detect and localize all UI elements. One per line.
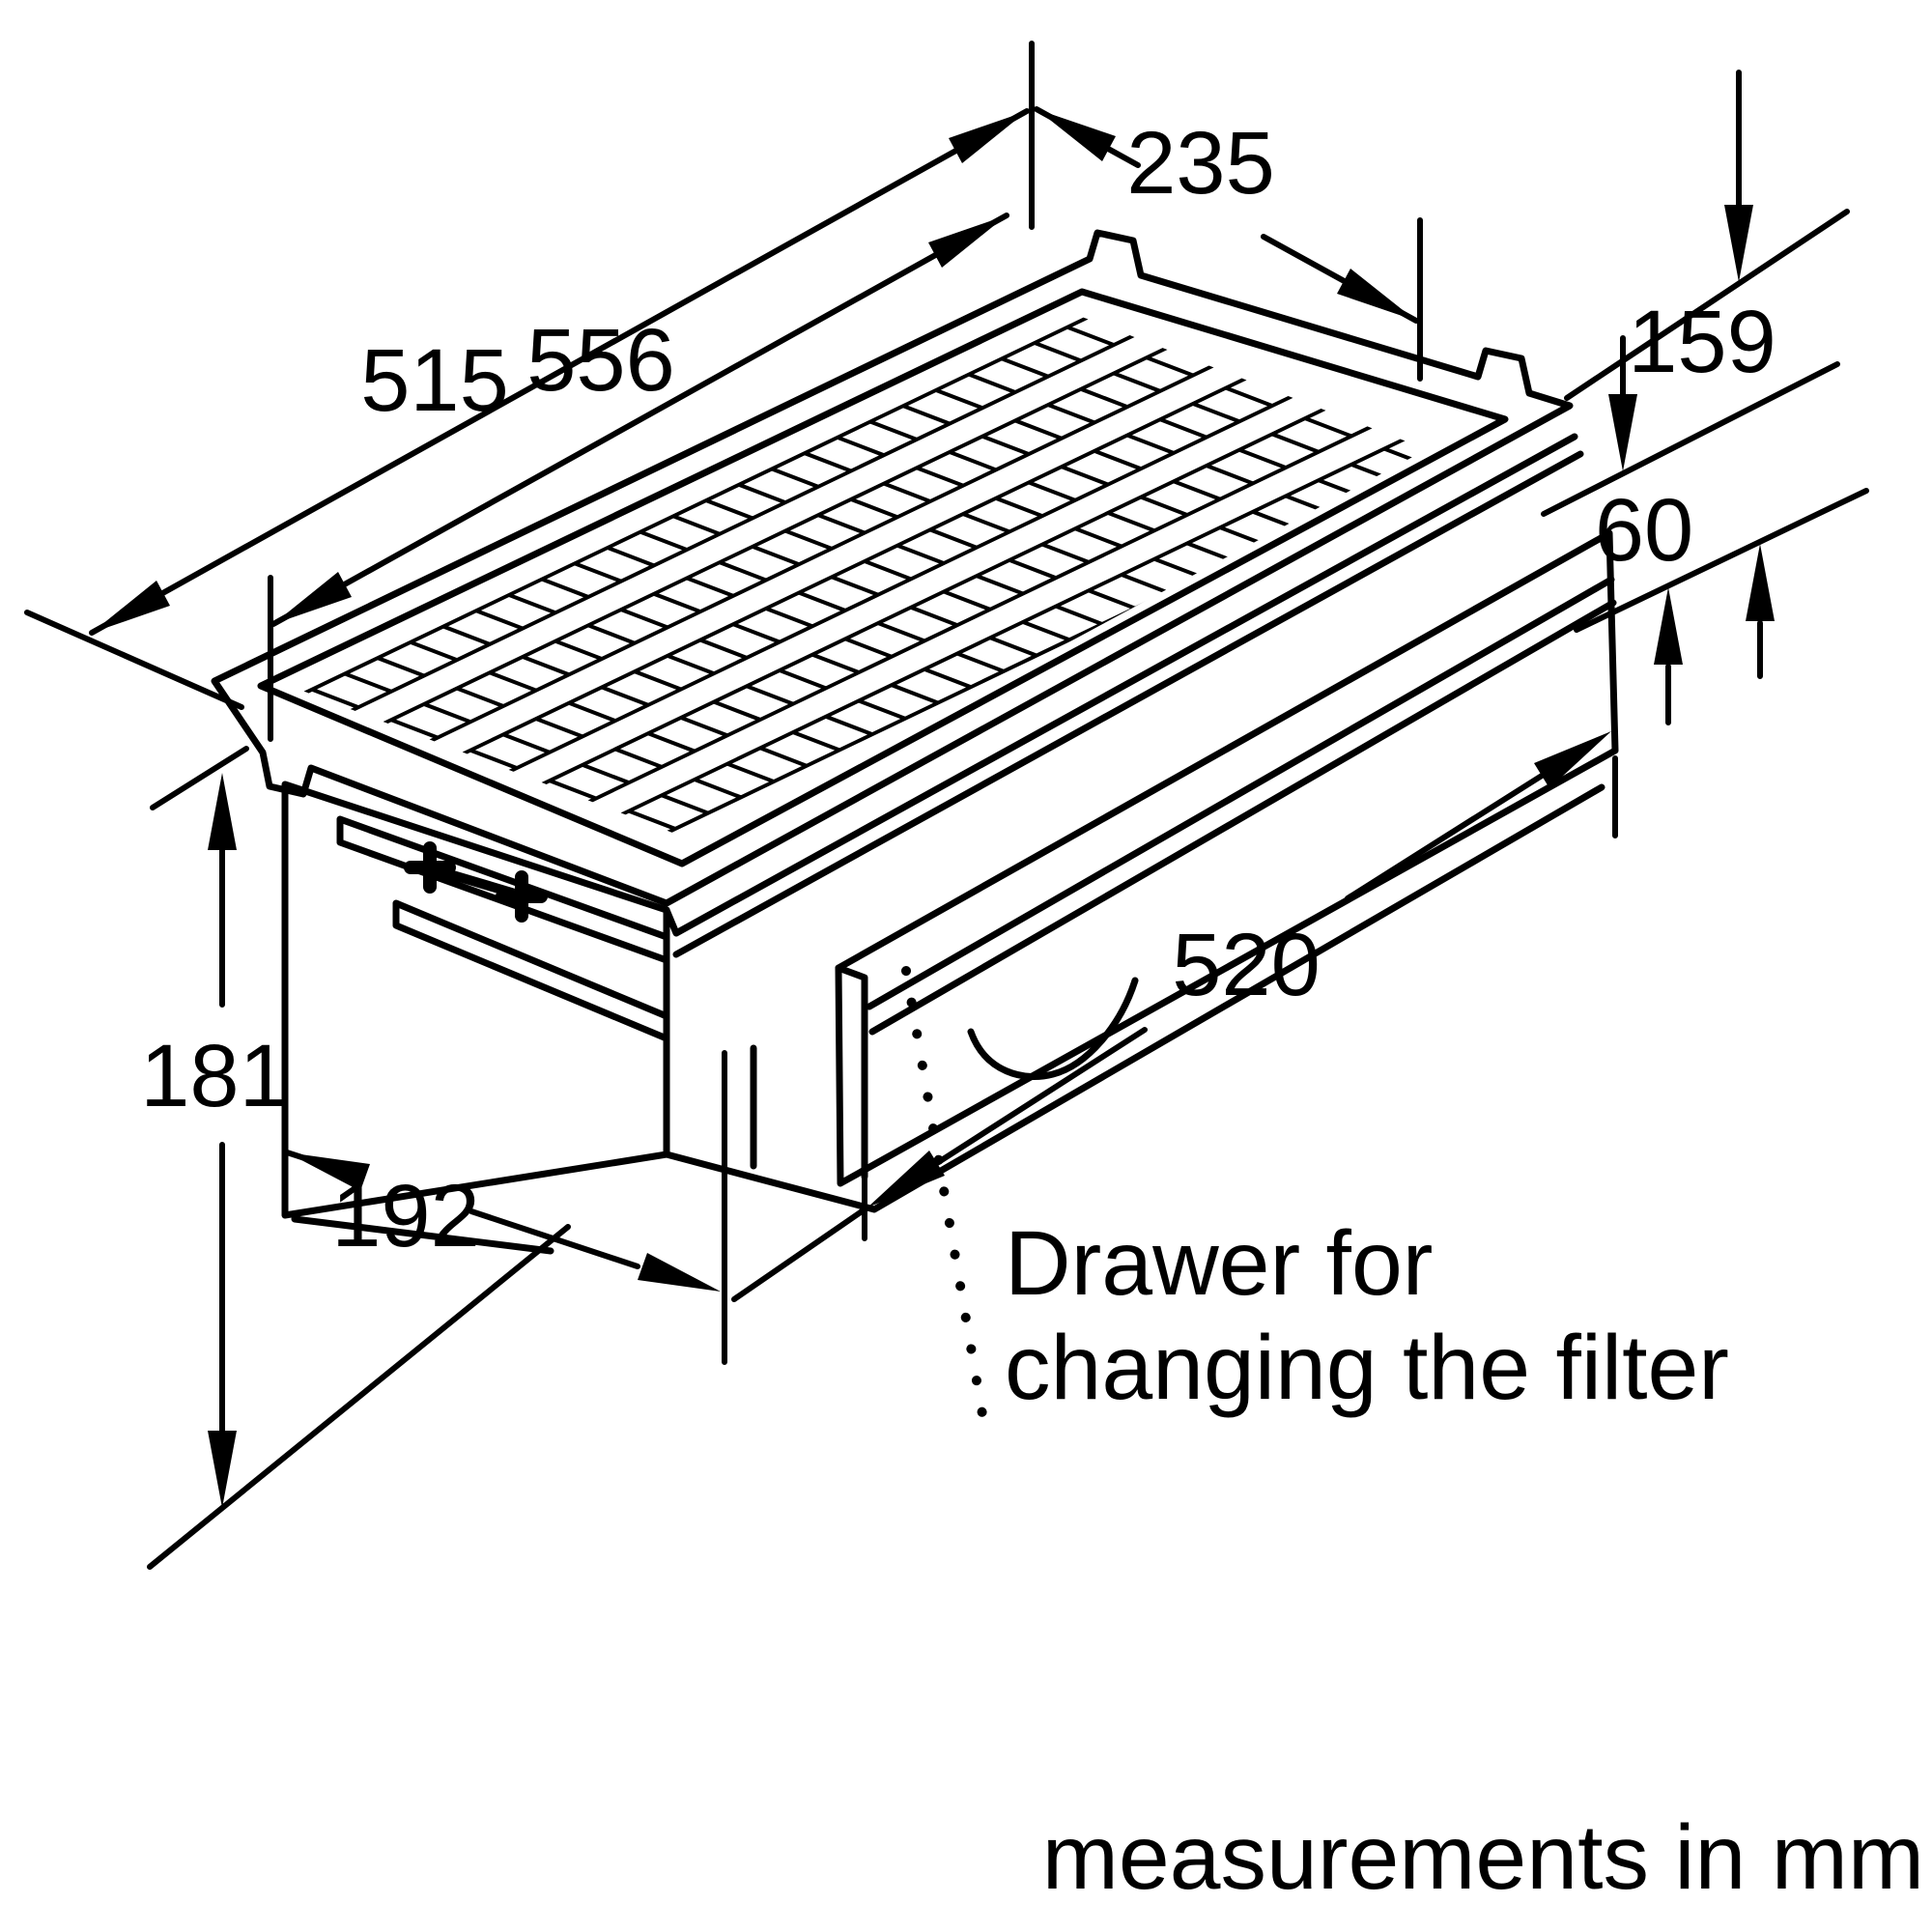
dim-label-192: 192 xyxy=(331,1167,480,1265)
filter-grille xyxy=(303,317,1452,833)
arrow-556-right xyxy=(949,111,1027,163)
dotted-leader-line xyxy=(901,966,988,1425)
body-recess-edges xyxy=(663,783,1605,1213)
dim-label-235: 235 xyxy=(1126,114,1275,213)
arrow-159-bottom xyxy=(1608,394,1637,471)
drawer-handle-recess xyxy=(967,977,1139,1080)
arrow-520-right xyxy=(1534,731,1611,788)
dim-label-60: 60 xyxy=(1595,481,1693,580)
arrow-192-left xyxy=(287,1152,370,1191)
dim-60-lines xyxy=(1574,488,1869,725)
annotation-line-1: Drawer for xyxy=(1005,1212,1433,1315)
dim-label-556: 556 xyxy=(526,311,675,410)
dim-159-lines xyxy=(1541,70,1850,517)
drawer-front-panel xyxy=(835,529,1619,1187)
dim-556-lines xyxy=(24,108,1030,710)
dimension-arrowheads xyxy=(92,109,1775,1508)
annotation-line-2: changing the filter xyxy=(1005,1317,1729,1419)
filter-grille-rails xyxy=(303,317,1452,833)
arrow-181-top xyxy=(208,773,237,850)
arrow-60-right xyxy=(1746,544,1775,621)
arrow-235-right xyxy=(1337,269,1416,321)
arrow-515-right xyxy=(928,215,1007,268)
dim-label-515: 515 xyxy=(360,331,509,430)
dim-520-lines xyxy=(731,755,1618,1302)
arrow-192-right xyxy=(638,1253,721,1292)
arrow-235-left xyxy=(1037,109,1116,161)
arrow-60-left xyxy=(1654,587,1683,665)
arrow-520-left xyxy=(867,1151,945,1208)
latch-rail-lower xyxy=(392,899,670,1042)
toggle-latch-icon xyxy=(404,841,548,923)
cooker-hood-object xyxy=(211,229,1619,1255)
dim-label-159: 159 xyxy=(1628,293,1776,391)
top-frame-inner-lip xyxy=(257,288,1509,867)
dim-235-lines xyxy=(1029,41,1423,382)
filter-grille-rungs xyxy=(309,326,1434,831)
dim-181-lines xyxy=(147,746,571,1570)
arrow-556-left xyxy=(92,581,170,633)
arrow-515-left xyxy=(273,572,352,624)
drawer-lip-lines xyxy=(866,576,1617,1036)
dim-label-181: 181 xyxy=(140,1027,289,1125)
arrow-159-top xyxy=(1724,205,1753,282)
dim-515-lines xyxy=(268,213,1009,742)
arrow-181-bottom xyxy=(208,1431,237,1508)
dim-label-520: 520 xyxy=(1172,916,1321,1014)
drawer-left-end-cap xyxy=(835,964,868,1180)
footer-units-note: measurements in mm xyxy=(1042,1806,1924,1909)
